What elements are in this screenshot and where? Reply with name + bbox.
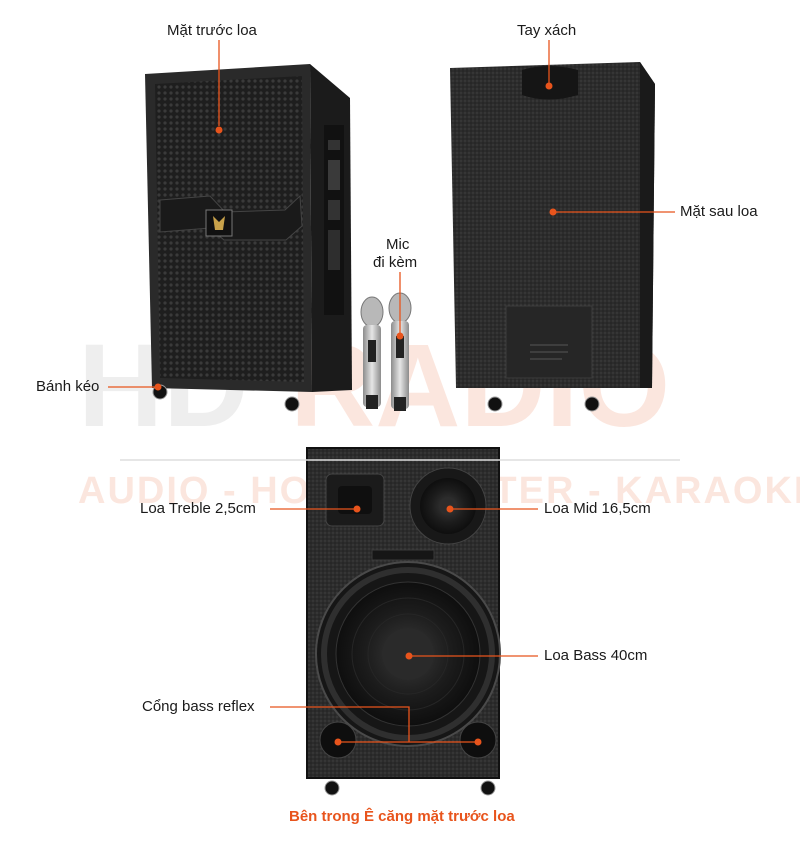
inner-speaker-wheel — [324, 780, 340, 796]
rear-speaker-cabinet — [450, 62, 655, 388]
label-bass-reflex: Cổng bass reflex — [142, 698, 255, 715]
rear-speaker-wheel — [584, 396, 600, 412]
mic-body — [391, 321, 409, 409]
rear-speaker-wheel — [487, 396, 503, 412]
front-speaker — [145, 64, 352, 412]
label-mic-line1: Mic — [386, 236, 410, 253]
label-bass: Loa Bass 40cm — [544, 647, 648, 664]
label-wheels: Bánh kéo — [36, 378, 100, 395]
rear-speaker — [450, 62, 655, 412]
label-mid: Loa Mid 16,5cm — [544, 500, 651, 517]
inner-speaker-wheel — [480, 780, 496, 796]
inner-slot — [371, 549, 435, 561]
microphones — [360, 292, 412, 411]
leader-dots — [154, 82, 557, 746]
label-rear-face: Mặt sau loa — [680, 203, 758, 220]
mic-head — [360, 296, 384, 328]
crown-icon — [213, 216, 225, 230]
leader-bass-reflex — [270, 706, 410, 742]
front-speaker-wheel — [284, 396, 300, 412]
leader-lines — [108, 40, 675, 743]
label-treble: Loa Treble 2,5cm — [140, 500, 256, 517]
label-front-face: Mặt trước loa — [167, 22, 257, 39]
mic-body — [363, 325, 381, 407]
label-handle: Tay xách — [517, 22, 577, 39]
figure-caption: Bên trong Ê căng mặt trước loa — [289, 808, 515, 825]
label-mic-line2: đi kèm — [373, 254, 418, 271]
rear-panel-plate — [505, 305, 593, 379]
